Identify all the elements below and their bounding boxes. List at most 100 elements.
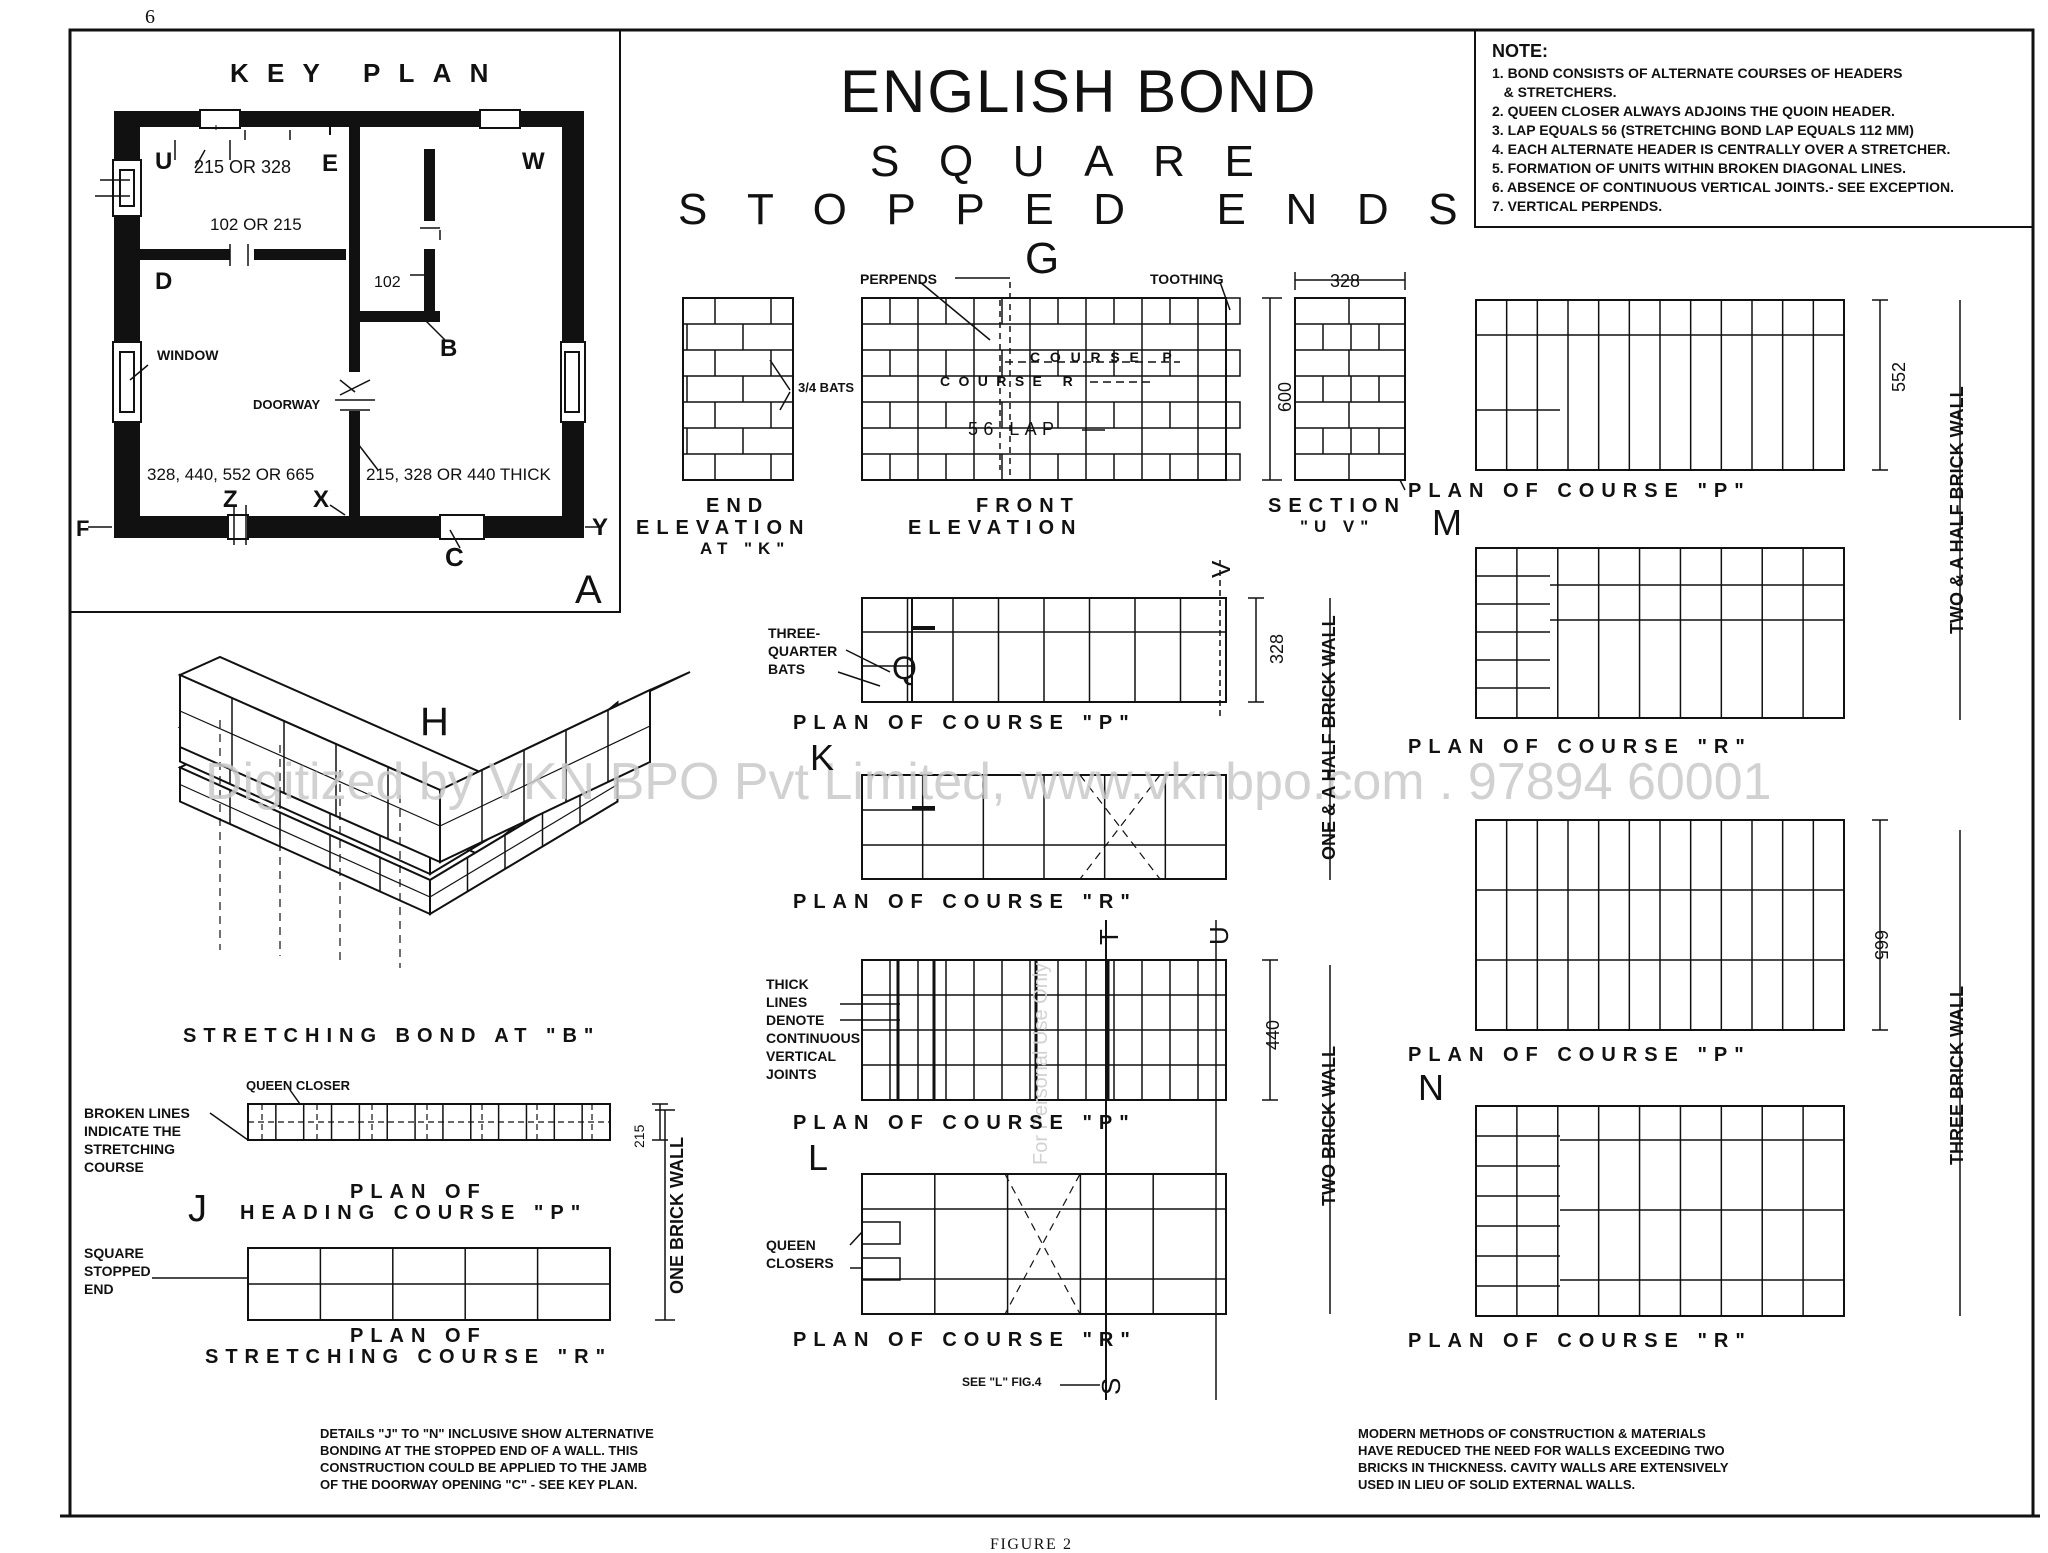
label-toothing: TOOTHING	[1150, 271, 1224, 287]
section-l-s: S	[1096, 1377, 1126, 1395]
elevation-drawings	[683, 272, 1405, 490]
leader	[846, 650, 890, 672]
label-f: F	[76, 516, 90, 541]
label-d: D	[155, 268, 173, 295]
label-n-665: 665	[1871, 930, 1891, 961]
l-diagonal	[1005, 1174, 1080, 1314]
note-item: 1. BOND CONSISTS OF ALTERNATE COURSES OF…	[1492, 65, 1903, 81]
label-m-552: 552	[1889, 361, 1909, 392]
section-k-v: V	[1206, 560, 1236, 578]
label-lap: 56 LAP	[968, 419, 1060, 439]
label-l-plan-r: PLAN OF COURSE "R"	[793, 1329, 1137, 1351]
page-number: 6	[145, 6, 155, 28]
section-elevation-outline	[1295, 298, 1405, 480]
k-diagonal	[1080, 775, 1160, 879]
footnote-left: DETAILS "J" TO "N" INCLUSIVE SHOW ALTERN…	[320, 1426, 654, 1492]
label-u: U	[155, 148, 173, 175]
notes-panel: NOTE: 1. BOND CONSISTS OF ALTERNATE COUR…	[1492, 42, 2027, 216]
label-two-brick-wall: TWO BRICK WALL	[1319, 1046, 1339, 1206]
label-dim-102: 102	[374, 274, 401, 291]
note-item: 2. QUEEN CLOSER ALWAYS ADJOINS THE QUOIN…	[1492, 103, 1895, 119]
label-c: C	[445, 542, 464, 572]
page-subtitle-1: SQUARE	[870, 137, 1294, 186]
section-k-q: Q	[892, 650, 917, 686]
label-stretching-1: PLAN OF	[350, 1325, 487, 1347]
opening-w	[480, 110, 520, 128]
page-title: ENGLISH BOND	[840, 58, 1318, 125]
label-heading-1: PLAN OF	[350, 1181, 487, 1203]
wall-right	[563, 112, 583, 537]
section-m-letter: M	[1432, 502, 1462, 543]
label-dim-mid: 102 OR 215	[210, 215, 302, 234]
label-dim-top: 215 OR 328	[194, 157, 292, 177]
leader	[355, 440, 378, 470]
notes-heading: NOTE:	[1492, 41, 1548, 61]
label-w: W	[522, 148, 545, 175]
label-heading-2: HEADING COURSE "P"	[240, 1202, 588, 1224]
top-course-bed-joint	[180, 711, 440, 826]
label-square-stopped: SQUARE STOPPED END	[84, 1245, 151, 1297]
m-plan-r-outline	[1476, 548, 1844, 718]
label-bats: 3/4 BATS	[798, 380, 855, 395]
label-k-plan-r: PLAN OF COURSE "R"	[793, 891, 1137, 913]
leader	[850, 1232, 862, 1245]
section-g-letter: G	[1025, 234, 1060, 283]
section-k-letter: K	[810, 737, 835, 778]
label-e: E	[322, 150, 339, 177]
leader	[425, 320, 445, 340]
note-item: 5. FORMATION OF UNITS WITHIN BROKEN DIAG…	[1492, 160, 1907, 176]
internal-wall	[425, 150, 434, 220]
leader	[330, 505, 345, 515]
leader	[210, 1113, 248, 1140]
k-three-quarter-bat	[862, 598, 912, 702]
opening-u	[113, 160, 141, 216]
opening-c	[440, 515, 484, 539]
label-dim-thick: 215, 328 OR 440 THICK	[366, 465, 551, 484]
label-thick-lines: THICK LINES DENOTE CONTINUOUS VERTICAL J…	[766, 976, 861, 1082]
label-one-brick-wall: ONE BRICK WALL	[667, 1137, 687, 1294]
n-plan-r-outline	[1476, 1106, 1844, 1316]
label-g-328: 328	[1330, 271, 1361, 291]
window-frame	[120, 170, 134, 206]
leader	[340, 380, 355, 392]
internal-wall	[350, 126, 359, 371]
label-window: WINDOW	[157, 347, 219, 363]
label-m-plan-p: PLAN OF COURSE "P"	[1408, 480, 1751, 502]
watermark-text: Digitized by VKN BPO Pvt Limited, www.vk…	[205, 753, 1772, 811]
opening-z	[228, 515, 248, 539]
label-two-half-wall: TWO & A HALF BRICK WALL	[1947, 386, 1967, 634]
label-y: Y	[592, 514, 609, 541]
isometric-corner-drawing	[177, 655, 691, 968]
label-n-plan-p: PLAN OF COURSE "P"	[1408, 1044, 1751, 1066]
leader	[1400, 480, 1405, 490]
leader	[450, 530, 460, 548]
figure-caption: FIGURE 2	[990, 1536, 1073, 1553]
opening-top	[200, 110, 240, 128]
label-end-elev-2: ELEVATION	[636, 517, 811, 539]
notes-list: 1. BOND CONSISTS OF ALTERNATE COURSES OF…	[1492, 64, 2027, 216]
label-perpends: PERPENDS	[860, 271, 938, 287]
watermark-vertical-text: For Personal Use Only	[1030, 962, 1052, 1165]
page-subtitle-2: STOPPED ENDS	[678, 185, 1498, 234]
course-plan-drawings	[152, 300, 1960, 1400]
section-j-letter: J	[188, 1188, 207, 1230]
label-x: X	[313, 486, 330, 513]
leader	[130, 365, 148, 380]
note-item: & STRETCHERS.	[1492, 84, 1617, 100]
key-plan-letter: A	[575, 568, 602, 612]
key-plan-title: KEY PLAN	[230, 58, 507, 88]
toothing-brick	[1226, 350, 1240, 376]
label-stretching-2: STRETCHING COURSE "R"	[205, 1346, 613, 1368]
label-l-plan-p: PLAN OF COURSE "P"	[793, 1112, 1136, 1134]
toothing-brick	[1226, 298, 1240, 324]
internal-wall	[255, 250, 345, 259]
internal-wall	[139, 250, 229, 259]
tick	[340, 380, 370, 395]
toothing-brick	[1226, 402, 1240, 428]
label-front-elev-1: FRONT	[976, 495, 1080, 517]
internal-wall	[350, 412, 359, 517]
label-z: Z	[223, 486, 238, 513]
label-doorway: DOORWAY	[253, 397, 321, 412]
